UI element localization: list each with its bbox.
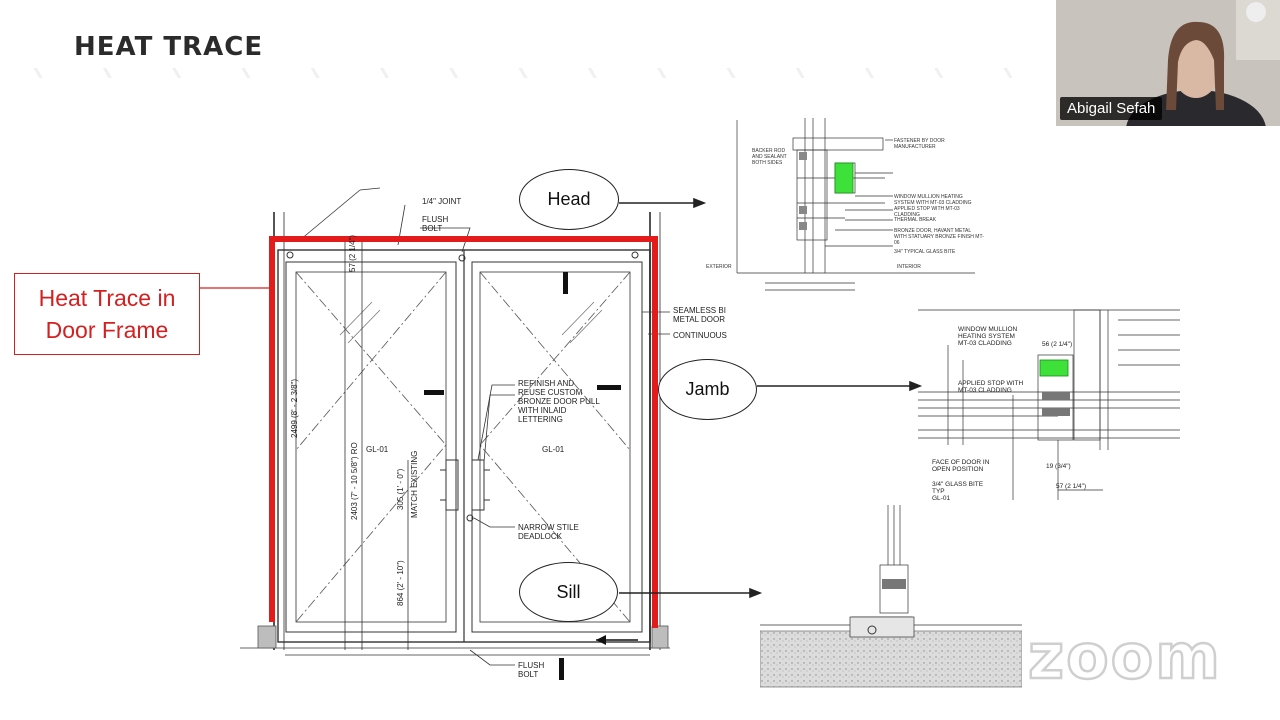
head-label-interior: INTERIOR <box>897 264 921 270</box>
head-label-glass: 3/4" TYPICAL GLASS BITE <box>894 249 956 255</box>
label-continuous: CONTINUOUS <box>673 331 727 340</box>
jamb-detail-drawing <box>918 309 1180 500</box>
slide-title: HEAT TRACE <box>74 32 264 62</box>
dim-864: 864 (2' - 10") <box>396 560 405 606</box>
label-match-existing: MATCH EXISTING <box>410 450 419 518</box>
head-label-thermal: THERMAL BREAK <box>894 217 937 223</box>
decorative-dashes <box>0 68 1050 78</box>
sill-bubble: Sill <box>519 562 618 622</box>
head-label-exterior: EXTERIOR <box>706 264 732 270</box>
jamb-dim-57: 57 (2 1/4") <box>1056 483 1087 490</box>
jamb-dim-19: 19 (3/4") <box>1046 463 1071 470</box>
dim-57-top: 57 (2 1/4") <box>348 234 357 272</box>
label-gl-right: GL-01 <box>542 445 565 454</box>
dim-305: 305 (1' - 0") <box>396 468 405 510</box>
dim-2403: 2403 (7' - 10 5/8") RO <box>350 442 359 520</box>
participant-name-tag: Abigail Sefah <box>1060 97 1163 120</box>
zoom-logo: zoom <box>1027 619 1222 695</box>
head-label-mullion: WINDOW MULLION HEATING SYSTEM WITH MT-03… <box>894 194 972 206</box>
label-refinish: REFINISH AND REUSE CUSTOM BRONZE DOOR PU… <box>518 379 600 424</box>
label-gl-left: GL-01 <box>366 445 389 454</box>
jamb-heat-highlight <box>1039 359 1069 377</box>
head-label-backer: BACKER ROD AND SEALANT BOTH SIDES <box>752 148 787 166</box>
jamb-dim-56: 56 (2 1/4") <box>1042 341 1073 348</box>
head-heat-highlight <box>834 162 854 194</box>
heat-trace-callout: Heat Trace in Door Frame <box>14 273 200 355</box>
dim-2499: 2499 (8' - 2 3/8") <box>290 378 299 438</box>
head-label-applied: APPLIED STOP WITH MT-03 CLADDING <box>894 206 960 218</box>
label-joint: 1/4" JOINT <box>422 197 462 206</box>
head-bubble: Head <box>519 169 619 230</box>
head-detail-drawing <box>736 118 975 291</box>
jamb-bubble: Jamb <box>658 359 757 420</box>
head-label-bronze: BRONZE DOOR, HAVANT METAL WITH STATUARY … <box>894 228 984 246</box>
head-label-fastener: FASTENER BY DOOR MANUFACTURER <box>894 138 945 150</box>
participant-video-tile[interactable]: Abigail Sefah <box>1056 0 1280 126</box>
heat-trace-line <box>269 236 658 628</box>
sill-detail-drawing <box>760 505 1022 688</box>
